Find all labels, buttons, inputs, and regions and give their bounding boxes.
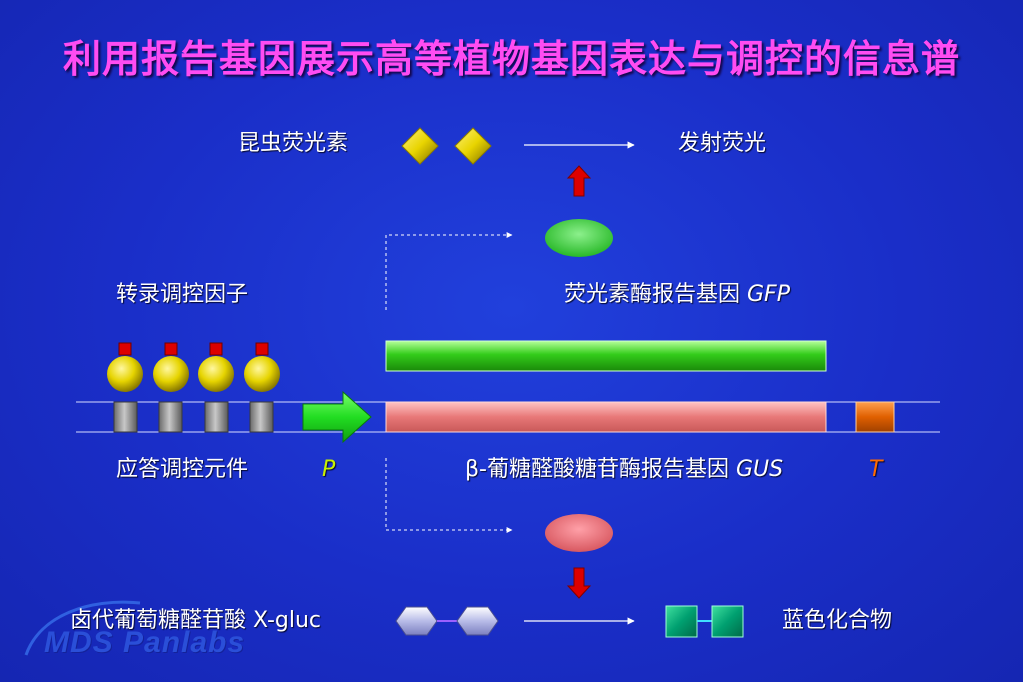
label-promoter: P bbox=[322, 457, 336, 482]
response-element-1 bbox=[113, 401, 138, 433]
label-gus-reporter: β-葡糖醛酸糖苷酶报告基因 GUS bbox=[465, 459, 783, 481]
luciferin-diamond-2 bbox=[454, 127, 492, 165]
dashed-connector-lower bbox=[385, 458, 513, 533]
transcription-factor-4 bbox=[244, 342, 280, 392]
terminator-block bbox=[855, 401, 895, 433]
gfp-reporter-bar bbox=[385, 340, 827, 372]
label-gus-gene: GUS bbox=[735, 457, 784, 482]
down-red-arrow bbox=[566, 567, 592, 599]
label-response-element: 应答调控元件 bbox=[116, 457, 249, 482]
transcription-factor-1 bbox=[107, 342, 143, 392]
substrate-hexagons bbox=[395, 606, 499, 636]
label-gus-reporter-text: β-葡糖醛酸糖苷酶报告基因 bbox=[465, 457, 736, 482]
slide-title: 利用报告基因展示高等植物基因表达与调控的信息谱 bbox=[62, 37, 960, 81]
promoter-arrow bbox=[302, 390, 372, 444]
transcription-factor-3 bbox=[198, 342, 234, 392]
gus-protein-ellipse bbox=[545, 514, 613, 552]
response-element-2 bbox=[158, 401, 183, 433]
watermark-swoosh bbox=[24, 600, 141, 656]
label-gfp-reporter-text: 荧光素酶报告基因 bbox=[564, 282, 747, 307]
gus-reporter-bar bbox=[385, 401, 827, 433]
label-terminator: T bbox=[869, 457, 883, 482]
label-transcription-factor: 转录调控因子 bbox=[116, 282, 249, 307]
luciferin-diamond-1 bbox=[401, 127, 439, 165]
dashed-connector-upper bbox=[385, 232, 513, 310]
up-red-arrow bbox=[566, 165, 592, 197]
transcription-factor-2 bbox=[153, 342, 189, 392]
label-substrate: 卤代葡萄糖醛苷酸 X-gluc bbox=[70, 608, 322, 633]
label-emit-fluorescence: 发射荧光 bbox=[678, 131, 767, 156]
label-insect-luciferin: 昆虫荧光素 bbox=[238, 131, 349, 156]
blue-compound-squares bbox=[665, 605, 744, 638]
label-gfp-gene: GFP bbox=[747, 282, 790, 307]
watermark-logo: MDS Panlabs bbox=[44, 626, 246, 659]
gfp-protein-ellipse bbox=[545, 219, 613, 257]
response-element-4 bbox=[249, 401, 274, 433]
label-blue-compound: 蓝色化合物 bbox=[782, 608, 893, 633]
label-gfp-reporter: 荧光素酶报告基因 GFP bbox=[564, 284, 790, 306]
response-element-3 bbox=[204, 401, 229, 433]
